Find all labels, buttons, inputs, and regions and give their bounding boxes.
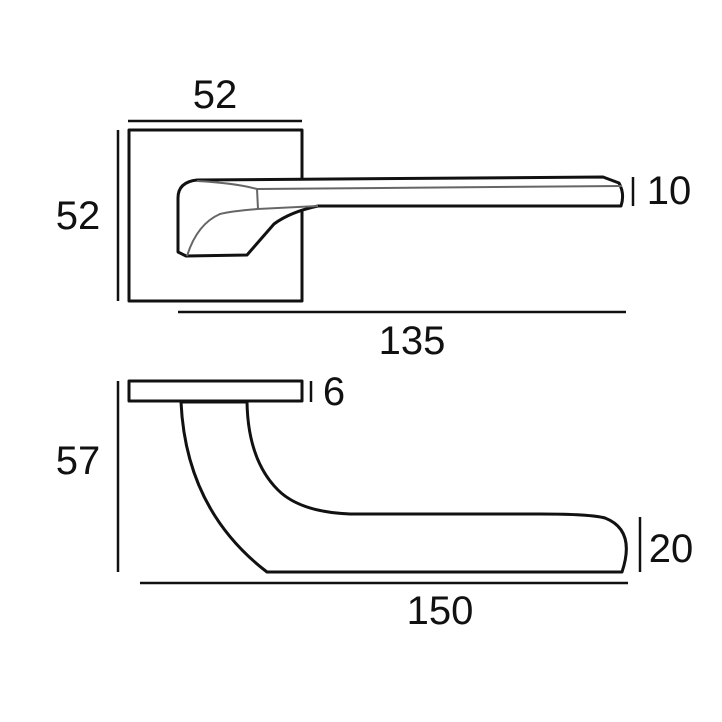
projection-label: 57	[56, 439, 101, 483]
overall-length-label: 150	[407, 589, 474, 633]
handle-lever-side	[179, 400, 628, 574]
handle-edge-line	[196, 180, 623, 191]
side-view: 6 57 20 150	[56, 370, 694, 633]
top-view: 52 52 10 135	[56, 73, 692, 363]
handle-lever-top	[176, 175, 625, 258]
rose-height-label: 52	[56, 194, 101, 238]
rose-width-label: 52	[193, 73, 238, 117]
handle-length-label: 135	[379, 319, 446, 363]
handle-thickness-label: 10	[647, 169, 692, 213]
grip-height-label: 20	[649, 527, 694, 571]
handle-curve-line	[186, 208, 259, 257]
rose-thickness-label: 6	[323, 370, 345, 414]
rose-side	[127, 379, 304, 403]
